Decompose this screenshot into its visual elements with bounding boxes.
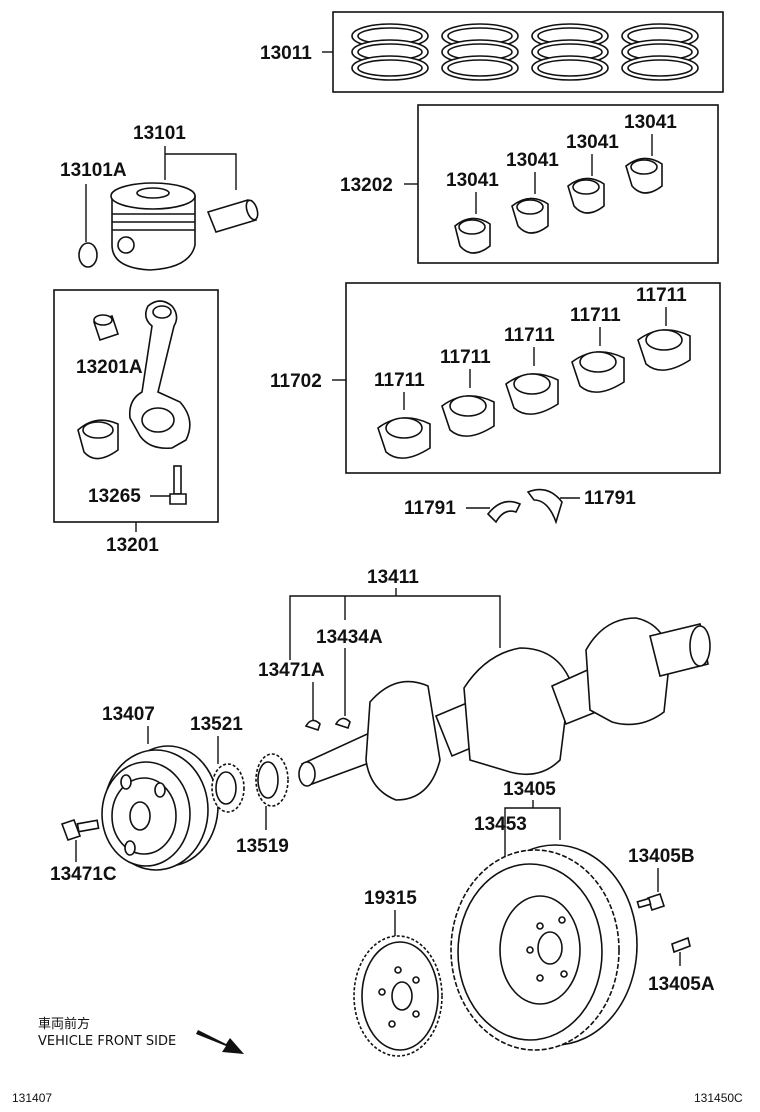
drive-plate: [353, 935, 443, 1057]
piston-ring-set-group: 13011: [260, 11, 724, 93]
label-13411: 13411: [367, 567, 419, 588]
main-bearing-shell: [505, 373, 559, 415]
flywheel-group: 13405 13453 13405B 13405A: [450, 779, 715, 1051]
label-13407: 13407: [102, 704, 155, 725]
label-13011: 13011: [260, 43, 312, 64]
front-arrow-icon: [196, 1030, 244, 1054]
woodruff-key: [304, 719, 321, 732]
main-bearing-shell: [571, 351, 625, 393]
crank-pulley-group: 13407 13471C: [50, 704, 219, 885]
label-13041-3: 13041: [566, 132, 619, 153]
snap-ring: [78, 242, 98, 268]
crank-timing-gear: [211, 763, 245, 813]
main-bearing-frame: [345, 282, 721, 474]
label-13434a: 13434A: [316, 627, 383, 648]
label-13101a: 13101A: [60, 160, 127, 181]
label-11711-2: 11711: [440, 347, 491, 368]
label-11791-right: 11791: [584, 488, 636, 509]
conrod-bearing-shell: [511, 197, 549, 234]
connecting-rod: [128, 300, 191, 450]
label-11711-4: 11711: [570, 305, 621, 326]
conrod-bearing-shell: [625, 157, 663, 194]
main-bearing-group: 11702 11711 11711 11711 11711 11711: [270, 282, 721, 474]
crankshaft-group: 13411 13434A 13471A: [258, 567, 711, 801]
piston-ring-set: [351, 23, 429, 81]
connecting-rod-bolt: [169, 465, 187, 505]
connecting-rod-group: 13201 13201A 13265: [53, 289, 219, 556]
small-end-bushing: [92, 314, 120, 342]
crankshaft: [298, 617, 711, 801]
piston: [110, 182, 196, 271]
main-bearing-shell: [637, 329, 691, 371]
label-19315: 19315: [364, 888, 417, 909]
label-13453: 13453: [474, 814, 527, 835]
label-13202: 13202: [340, 175, 393, 196]
label-11711-3: 11711: [504, 325, 555, 346]
footer-right-code: 131450C: [694, 1091, 743, 1105]
piston-pin: [206, 199, 259, 233]
flywheel-pin: [671, 936, 691, 954]
timing-gear-group: 13521 13519: [190, 714, 289, 857]
flywheel-bolt: [636, 892, 666, 912]
conrod-bearing-shell: [454, 217, 491, 254]
label-13405b: 13405B: [628, 846, 695, 867]
label-13201: 13201: [106, 535, 159, 556]
label-11702: 11702: [270, 371, 322, 392]
crankshaft-key: [334, 717, 351, 730]
main-bearing-shell: [377, 417, 431, 459]
thrust-washer-group: 11791 11791: [404, 488, 636, 525]
direction-note: 車両前方 VEHICLE FRONT SIDE: [38, 1016, 244, 1054]
label-13201a: 13201A: [76, 357, 143, 378]
direction-note-english: VEHICLE FRONT SIDE: [38, 1034, 176, 1049]
thrust-washer: [486, 500, 522, 524]
label-13101: 13101: [133, 123, 186, 144]
piston-ring-set: [621, 23, 699, 81]
main-bearing-shell: [441, 395, 495, 437]
label-13471c: 13471C: [50, 864, 117, 885]
conrod-bearing-shell: [567, 177, 605, 214]
label-11791-left: 11791: [404, 498, 456, 519]
label-13471a: 13471A: [258, 660, 325, 681]
label-13041-1: 13041: [446, 170, 499, 191]
pulley-bolt: [60, 818, 100, 842]
piston-ring-set: [441, 23, 519, 81]
label-13405a: 13405A: [648, 974, 715, 995]
flywheel: [450, 844, 638, 1051]
footer-left-code: 131407: [12, 1091, 52, 1105]
label-11711-1: 11711: [374, 370, 425, 391]
big-end-bearing: [77, 419, 119, 460]
label-13041-4: 13041: [624, 112, 677, 133]
label-13041-2: 13041: [506, 150, 559, 171]
label-13519: 13519: [236, 836, 289, 857]
label-13521: 13521: [190, 714, 243, 735]
label-13405: 13405: [503, 779, 556, 800]
label-13265: 13265: [88, 486, 141, 507]
crank-pulley: [101, 745, 219, 871]
drive-plate-group: 19315: [353, 888, 443, 1057]
piston-ring-set: [531, 23, 609, 81]
piston-group: 13101 13101A: [60, 123, 259, 271]
thrust-washer: [526, 488, 563, 525]
conrod-bearing-group: 13202 13041 13041 13041 13041: [340, 104, 719, 264]
label-11711-5: 11711: [636, 285, 687, 306]
crank-angle-sensor-plate: [255, 753, 289, 807]
direction-note-japanese: 車両前方: [38, 1016, 90, 1032]
